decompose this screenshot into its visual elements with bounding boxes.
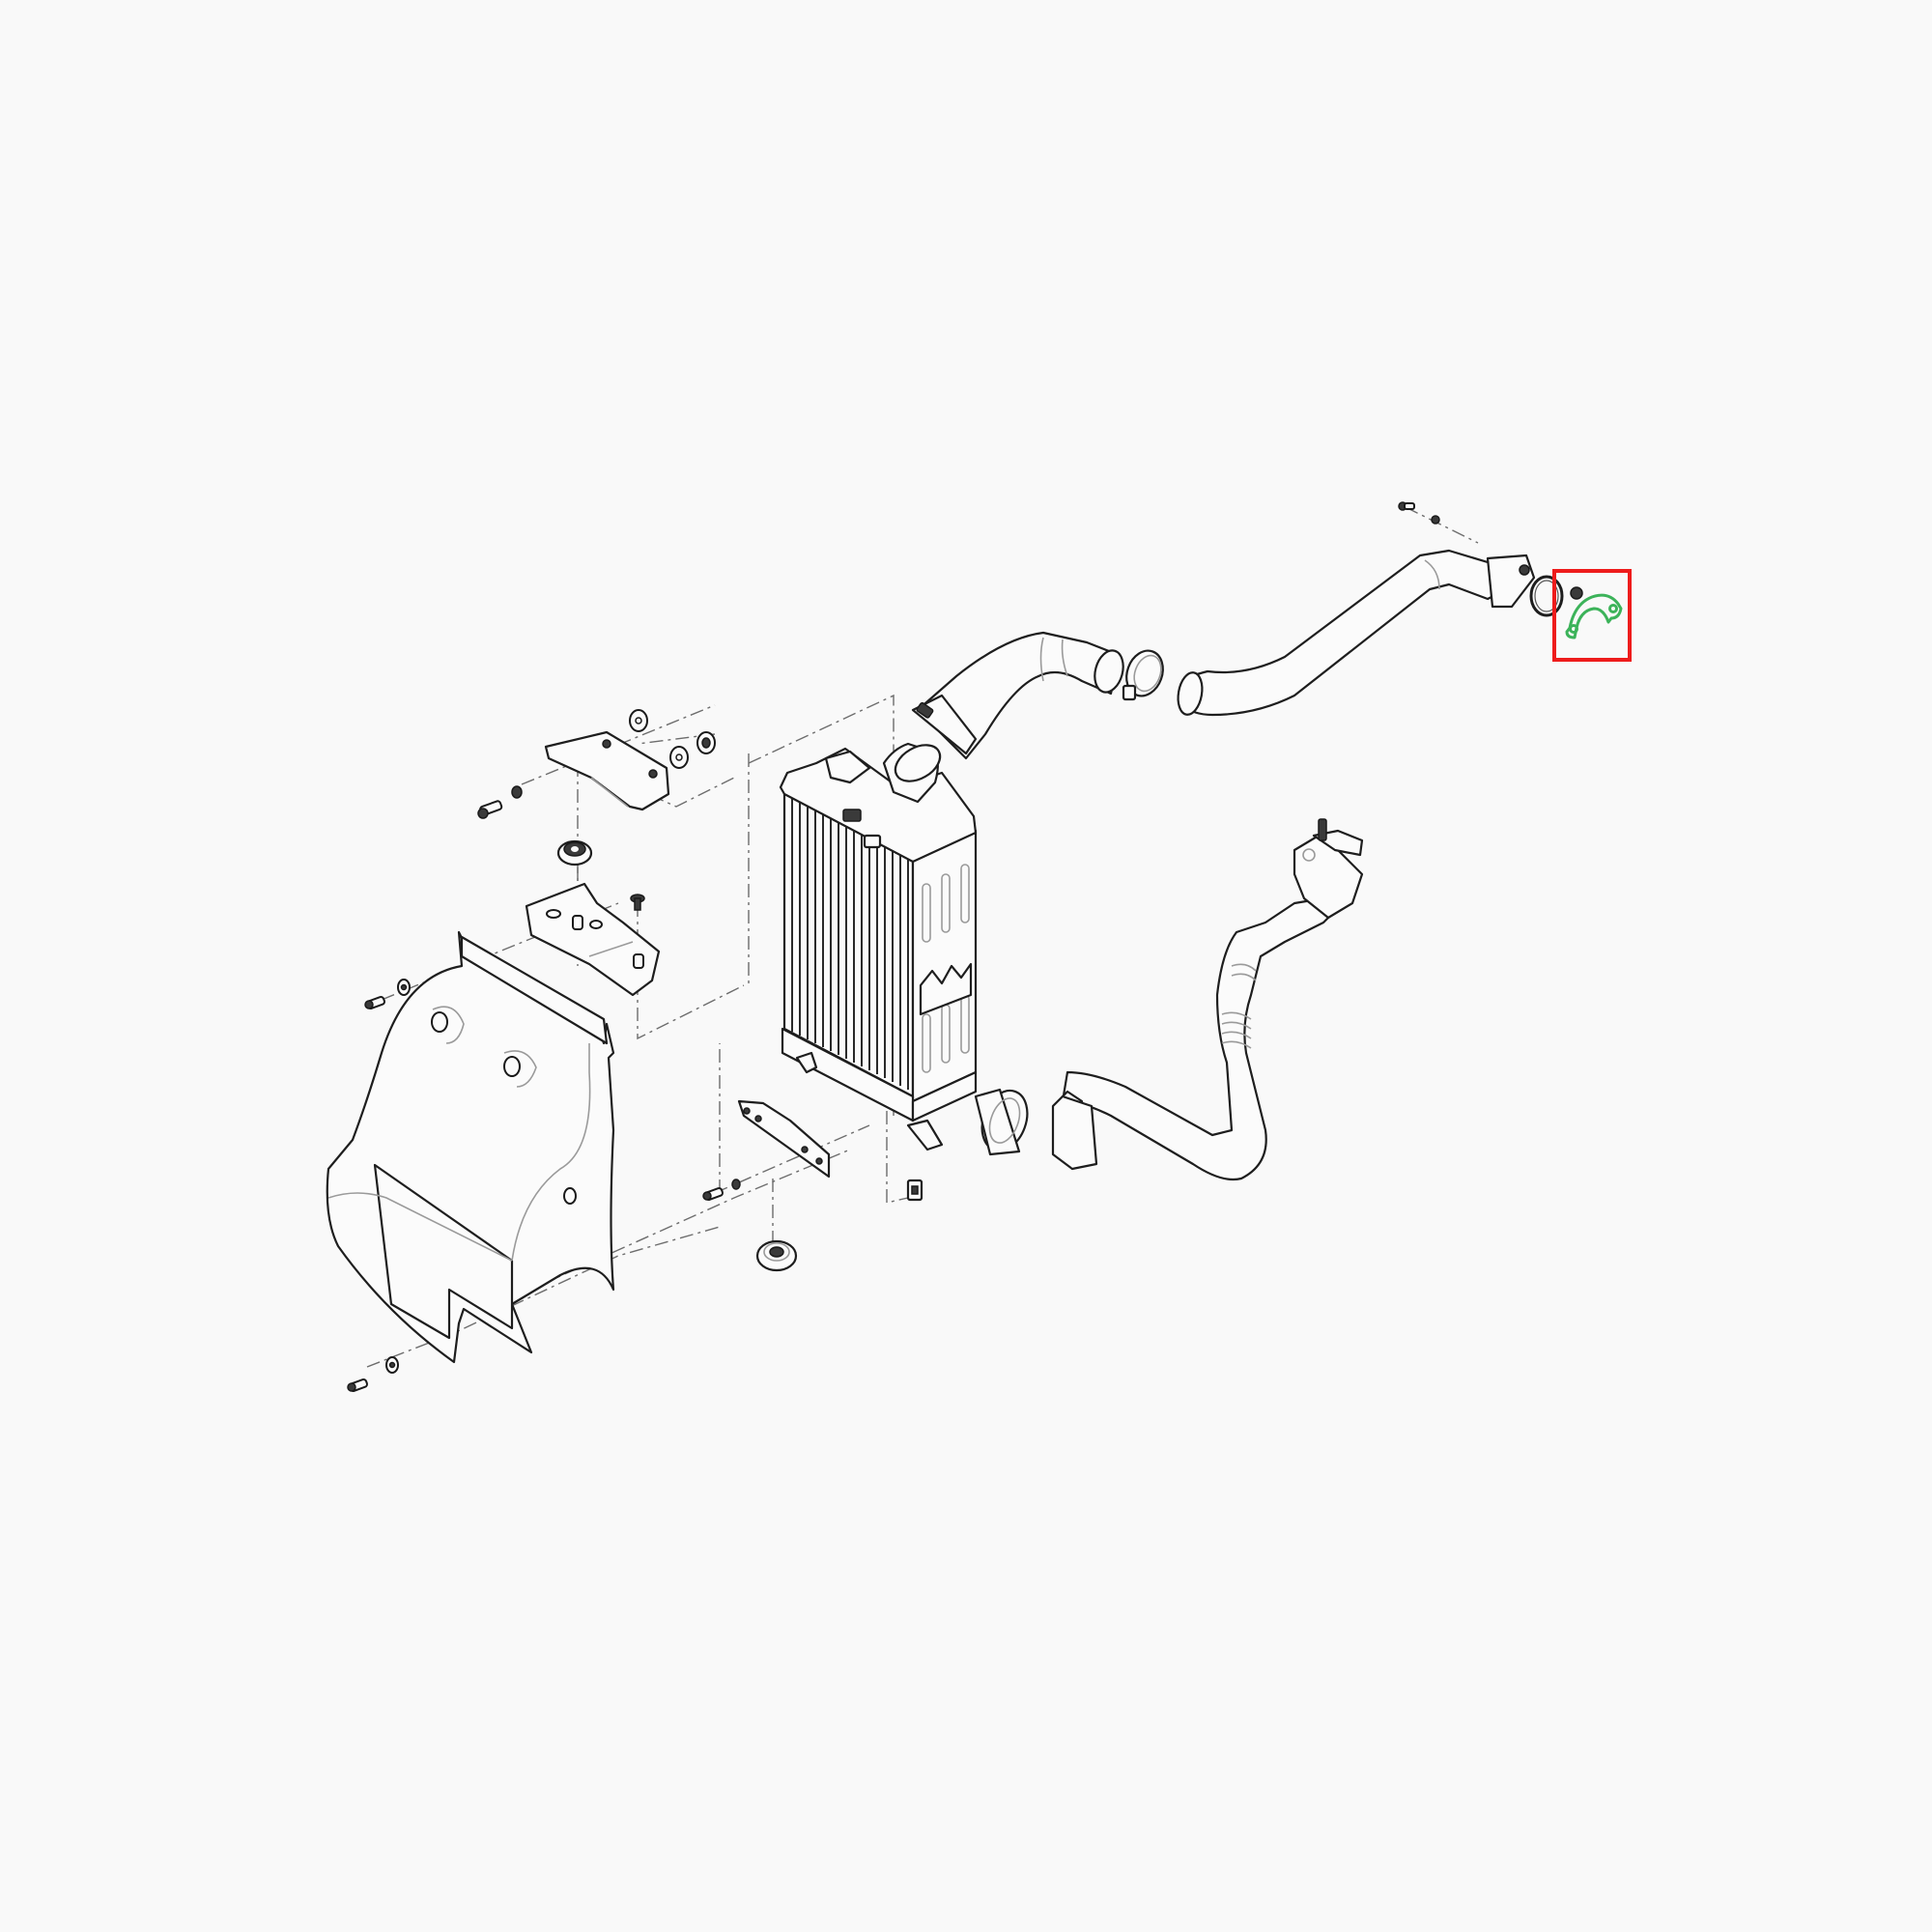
nut-icon xyxy=(1570,586,1583,600)
o-ring[interactable] xyxy=(1529,575,1564,617)
washer-icon xyxy=(629,709,648,732)
upper-hose[interactable] xyxy=(911,631,1127,760)
lower-pipe-ribs xyxy=(1221,963,1257,1049)
clamp-hole xyxy=(1608,604,1618,613)
washer-icon xyxy=(397,979,411,996)
hose-clamp[interactable] xyxy=(1121,645,1169,701)
bolt-icon xyxy=(702,1187,724,1201)
fasteners xyxy=(347,501,1440,1392)
bolt-icon xyxy=(1398,501,1415,511)
retaining-clip[interactable] xyxy=(906,1179,923,1202)
middle-bracket[interactable] xyxy=(525,882,661,997)
washer-icon xyxy=(511,785,523,799)
outlet-pipe[interactable] xyxy=(1175,549,1536,717)
nut-icon xyxy=(1431,515,1440,525)
bolt-icon xyxy=(364,996,385,1009)
lower-pipe[interactable] xyxy=(1051,818,1364,1181)
bolt-icon xyxy=(347,1378,368,1392)
washer-icon xyxy=(731,1179,741,1190)
intercooler[interactable] xyxy=(779,738,1036,1157)
bolt-icon xyxy=(477,800,503,819)
intercooler-fins xyxy=(791,798,909,1090)
washer-icon xyxy=(385,1356,399,1374)
pipe-clamp-highlighted[interactable] xyxy=(1565,586,1623,639)
upper-bracket[interactable] xyxy=(544,730,670,811)
washer-icon xyxy=(696,731,716,754)
rubber-mount-lower[interactable] xyxy=(755,1239,798,1272)
clamp-outline xyxy=(1565,593,1623,639)
washer-icon xyxy=(669,746,689,769)
clamp-hole xyxy=(1569,624,1578,634)
selection-box xyxy=(1552,569,1632,662)
screw-icon xyxy=(630,894,645,911)
air-duct-shroud[interactable] xyxy=(326,930,615,1364)
lower-bracket[interactable] xyxy=(737,1099,831,1179)
rubber-mount-upper[interactable] xyxy=(556,839,593,867)
